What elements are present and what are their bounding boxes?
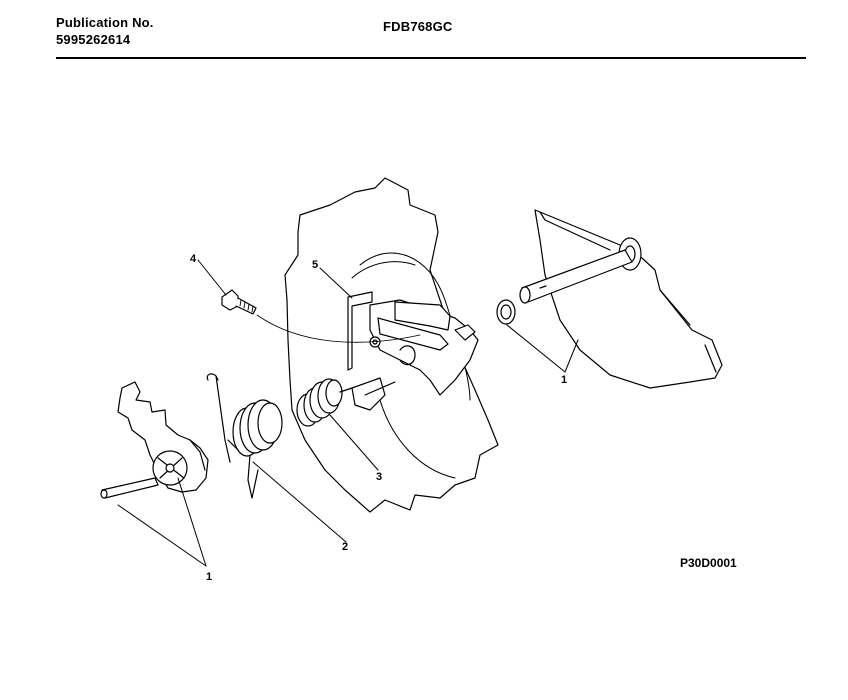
publication-label: Publication No. [56,15,154,30]
torsion-spring [206,373,283,499]
lever-bracket [347,291,479,411]
model-number: FDB768GC [383,19,453,34]
housing-plate [284,177,499,513]
header-rule [56,57,806,59]
flap-with-shaft [519,209,723,389]
callout-5: 5 [312,259,318,271]
shaft-washer [496,299,516,325]
figure-code: P30D0001 [680,556,737,570]
callout-1-left: 1 [206,571,212,583]
leader-lines [117,259,579,567]
callout-3: 3 [376,471,382,483]
cam-actuator [100,381,209,499]
publication-number: 5995262614 [56,32,131,47]
callout-labels: 4 5 1 3 2 1 [190,253,567,583]
callout-4: 4 [190,253,197,265]
callout-1-right: 1 [561,374,567,386]
callout-2: 2 [342,541,348,553]
small-spring [296,378,353,427]
